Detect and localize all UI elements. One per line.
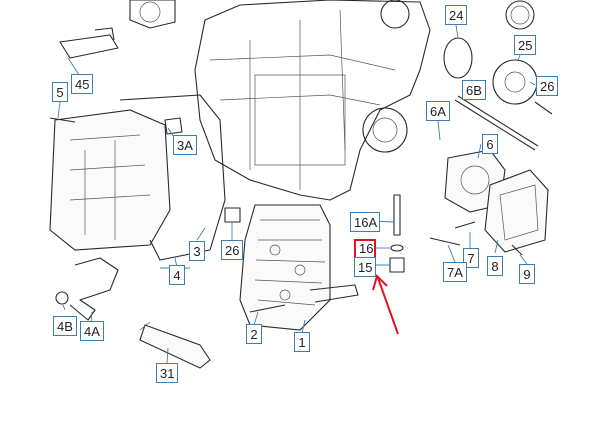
callout-26: 26: [536, 76, 558, 96]
callout-7: 7: [463, 248, 479, 268]
callout-4b: 4B: [53, 316, 77, 336]
connector: [59, 27, 119, 59]
pump-housing: [444, 149, 549, 253]
bolts: [49, 101, 553, 313]
callout-6: 6: [482, 134, 498, 154]
side-cover: [49, 94, 226, 261]
callout-16-highlighted: 16: [354, 239, 376, 259]
callout-5: 5: [52, 82, 68, 102]
drain-plug-assembly: [389, 194, 405, 273]
callout-4a: 4A: [80, 321, 104, 341]
callout-3a: 3A: [173, 135, 197, 155]
callout-24: 24: [445, 5, 467, 25]
callout-31: 45: [71, 74, 93, 94]
valve-body: [239, 204, 359, 331]
callout-16a: 16A: [350, 212, 380, 232]
callout-7a: 7A: [443, 262, 467, 282]
callout-25: 25: [514, 35, 536, 55]
callout-6a: 6A: [426, 101, 450, 121]
callout-2: 2: [246, 324, 262, 344]
callout-3: 3: [189, 241, 205, 261]
callout-1: 1: [294, 332, 310, 352]
callout-45: 31: [156, 363, 178, 383]
callout-4: 4: [169, 265, 185, 285]
sealant-tube: [139, 321, 211, 369]
callout-9: 9: [519, 264, 535, 284]
callout-8: 8: [487, 256, 503, 276]
callout-15: 15: [354, 257, 376, 277]
red-pointer-arrow: [372, 274, 399, 335]
bracket: [55, 257, 119, 321]
callout-32: 26: [221, 240, 243, 260]
callout-6b: 6B: [462, 80, 486, 100]
transmission-housing: [129, 0, 431, 201]
